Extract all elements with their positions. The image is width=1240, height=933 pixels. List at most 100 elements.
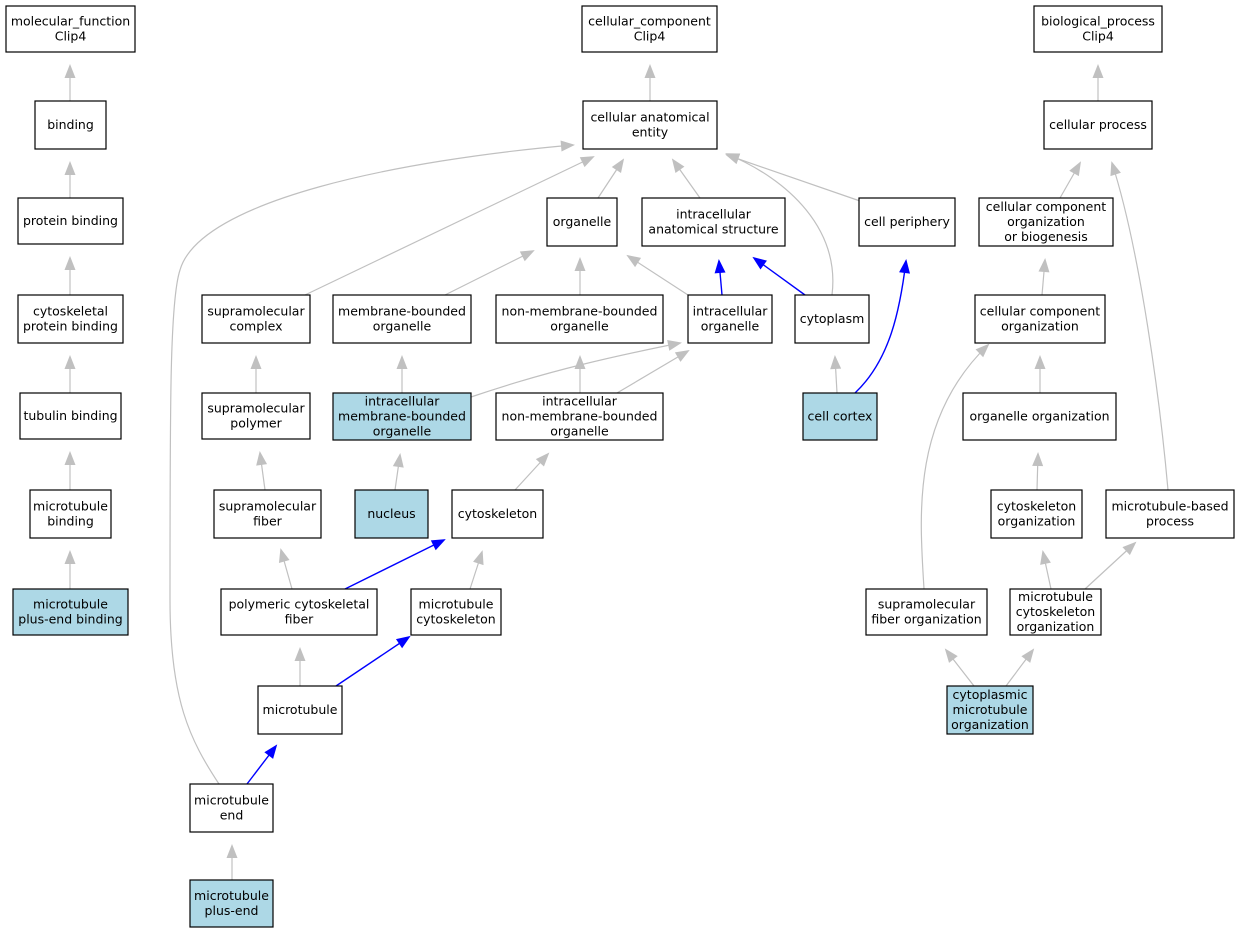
node-label-line: organelle: [373, 319, 432, 334]
node-label-line: fiber: [253, 514, 282, 529]
node-box: [189, 783, 274, 833]
node-box: [1043, 100, 1153, 150]
edge-arrowhead: [644, 64, 656, 78]
node-label-line: microtubule: [194, 793, 269, 808]
node-label-line: cellular anatomical: [590, 110, 709, 125]
node-label-line: microtubule: [953, 702, 1028, 717]
edge-arrowhead: [473, 550, 484, 566]
edge-arrowhead: [674, 349, 690, 362]
node-label-line: cytoskeleton: [997, 499, 1076, 514]
node-box: [990, 489, 1083, 539]
node-box: [332, 392, 472, 441]
edge-arrowhead: [975, 343, 990, 358]
edge-arrowhead: [1092, 64, 1104, 78]
edge-arrowhead: [256, 451, 268, 466]
edge-arrowhead: [626, 254, 642, 268]
node-label-line: microtubule: [194, 888, 269, 903]
node-box: [1105, 489, 1235, 539]
node-box: [5, 5, 136, 53]
node-box: [201, 392, 311, 440]
edge-arrowhead: [579, 156, 595, 168]
node-box: [257, 685, 343, 735]
node-cell-cortex[interactable]: cell cortex: [802, 392, 878, 441]
edge-arrowhead: [1069, 161, 1081, 177]
node-label-line: cytoskeleton: [416, 612, 495, 627]
node-nucleus[interactable]: nucleus: [354, 489, 429, 539]
node-label-line: organelle organization: [969, 409, 1109, 424]
node-cellular-process[interactable]: cellular process: [1043, 100, 1153, 150]
node-microtubule[interactable]: microtubule: [257, 685, 343, 735]
node-cytoplasm[interactable]: cytoplasm: [794, 294, 870, 344]
node-label-line: protein binding: [23, 213, 118, 228]
edge-arrowhead: [64, 451, 76, 465]
edge-arrowhead: [560, 140, 575, 152]
node-cell-periphery[interactable]: cell periphery: [858, 197, 956, 247]
edge-arrowhead: [395, 635, 411, 649]
node-label-line: supramolecular: [878, 597, 976, 612]
edge-arrowhead: [250, 355, 262, 369]
node-label-line: or biogenesis: [1004, 229, 1088, 244]
node-label-line: organelle: [701, 319, 760, 334]
node-protein-binding[interactable]: protein binding: [17, 197, 124, 245]
node-label-line: binding: [47, 117, 94, 132]
node-box: [974, 294, 1106, 344]
node-label-line: Clip4: [634, 29, 666, 44]
node-label-line: protein binding: [23, 319, 118, 334]
edge-imbo-to-intra_organelle: [470, 342, 681, 398]
node-label-line: tubulin binding: [23, 408, 117, 423]
node-box: [1033, 5, 1163, 53]
edge-arrowhead: [574, 257, 586, 271]
node-label-line: microtubule-based: [1111, 499, 1228, 514]
node-label-line: non-membrane-bounded: [502, 409, 658, 424]
edge-arrowhead: [535, 452, 550, 467]
node-inmbo[interactable]: intracellularnon-membrane-boundedorganel…: [495, 392, 664, 441]
edge-arrowhead: [64, 256, 76, 270]
node-label-line: supramolecular: [219, 499, 317, 514]
node-organelle-org[interactable]: organelle organization: [962, 392, 1117, 441]
node-label-line: microtubule: [263, 702, 338, 717]
node-label-line: membrane-bounded: [338, 409, 466, 424]
node-tubulin-binding[interactable]: tubulin binding: [19, 392, 122, 440]
edge-arrowhead: [714, 259, 726, 274]
node-label-line: entity: [632, 125, 669, 140]
edge-mt_based_process-to-cellular_process: [1111, 162, 1169, 491]
node-label-line: Clip4: [1082, 29, 1114, 44]
node-box: [410, 588, 502, 636]
edge-arrowhead: [294, 647, 306, 661]
node-cytoskeleton[interactable]: cytoskeleton: [451, 489, 544, 539]
edge-arrowhead: [1032, 452, 1044, 467]
node-organelle[interactable]: organelle: [546, 197, 618, 247]
node-box: [962, 392, 1117, 441]
edge-cytoplasm-to-cae: [726, 153, 834, 296]
edge-cell_cortex-to-cell_periphery: [854, 260, 907, 394]
edge-arrowhead: [830, 355, 842, 370]
node-label-line: fiber: [285, 612, 314, 627]
node-binding[interactable]: binding: [34, 100, 107, 150]
